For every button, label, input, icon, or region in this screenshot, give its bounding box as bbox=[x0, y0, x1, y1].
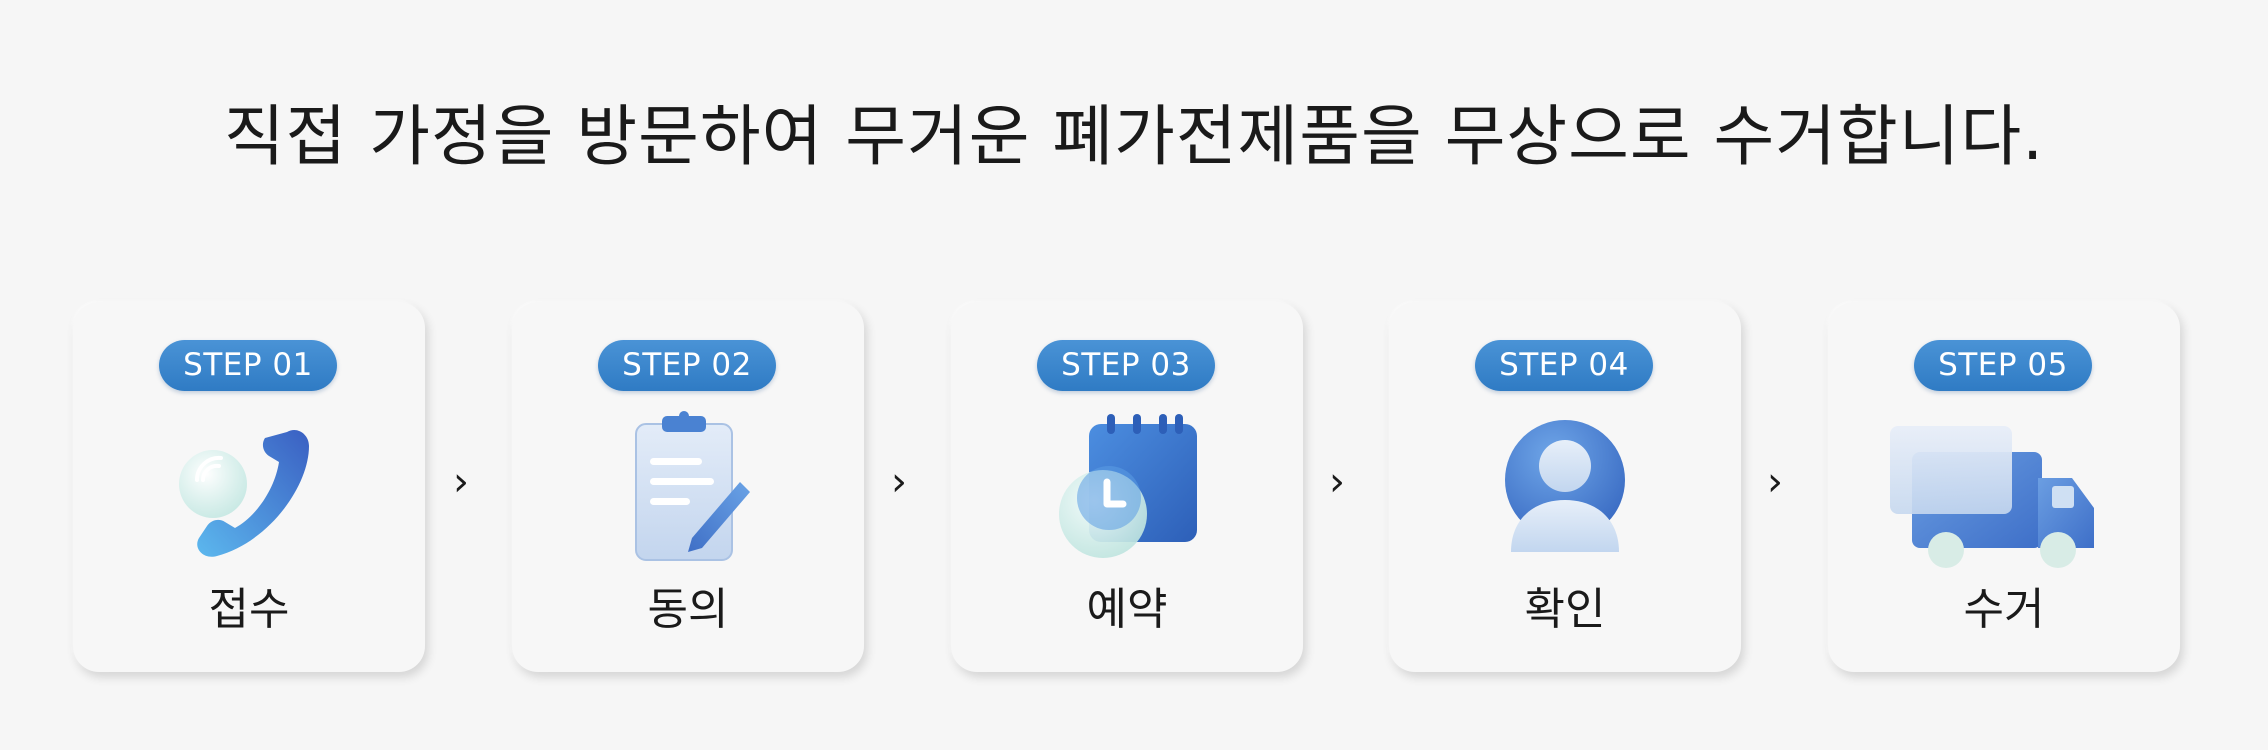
step-label: 예약 bbox=[1086, 584, 1168, 635]
chevron-right-icon: › bbox=[453, 459, 469, 505]
step-label: 접수 bbox=[208, 584, 290, 635]
step-card-5: STEP 05 bbox=[1828, 302, 2180, 672]
step-badge: STEP 01 bbox=[159, 340, 337, 391]
step-card-2: STEP 02 bbox=[512, 302, 864, 672]
step-badge: STEP 05 bbox=[1914, 340, 2092, 391]
step-badge: STEP 03 bbox=[1037, 340, 1215, 391]
chevron-right-icon: › bbox=[1329, 459, 1345, 505]
step-label: 동의 bbox=[647, 584, 729, 635]
step-badge: STEP 04 bbox=[1475, 340, 1653, 391]
chevron-right-icon: › bbox=[1767, 459, 1783, 505]
phone-icon bbox=[169, 410, 329, 570]
truck-icon bbox=[1888, 410, 2108, 570]
clipboard-icon bbox=[608, 410, 768, 570]
step-card-3: STEP 03 bbox=[951, 302, 1303, 672]
step-label: 확인 bbox=[1524, 584, 1606, 635]
step-badge: STEP 02 bbox=[598, 340, 776, 391]
page-headline: 직접 가정을 방문하여 무거운 폐가전제품을 무상으로 수거합니다. bbox=[223, 98, 2045, 175]
step-label: 수거 bbox=[1963, 584, 2045, 635]
step-card-4: STEP 04 확인 bbox=[1389, 302, 1741, 672]
user-icon bbox=[1485, 410, 1645, 570]
process-steps: STEP 01 접수 › bbox=[73, 302, 2181, 672]
chevron-right-icon: › bbox=[891, 459, 907, 505]
step-card-1: STEP 01 접수 bbox=[73, 302, 425, 672]
calendar-clock-icon bbox=[1047, 410, 1207, 570]
